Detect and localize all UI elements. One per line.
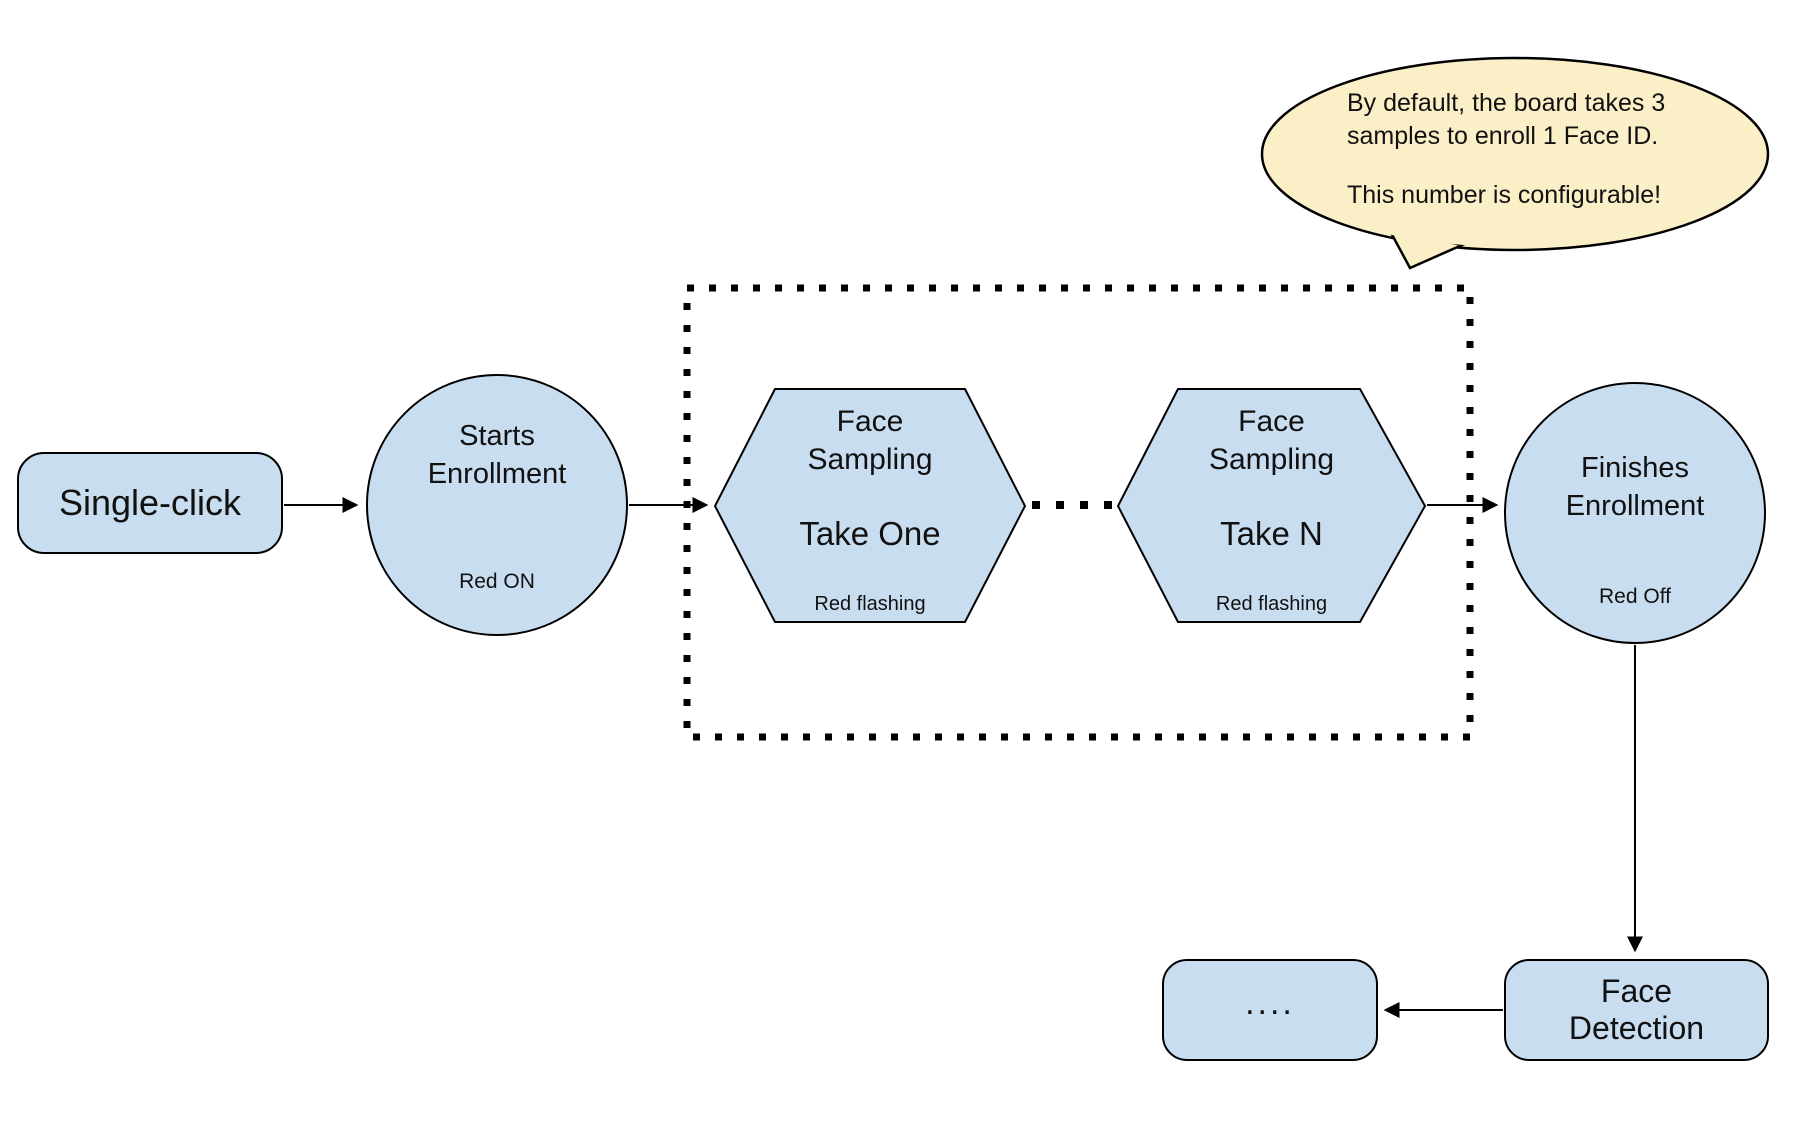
face-sampling-n-node-shape <box>1116 388 1427 623</box>
face-detection-label-line1: Face <box>1600 972 1673 1009</box>
finishes-enrollment-status: Red Off <box>1599 585 1671 608</box>
starts-enrollment-title-line2: Enrollment <box>427 457 567 490</box>
face-sampling-one-title-line1: Face <box>836 405 904 438</box>
callout-text: By default, the board takes 3 samples to… <box>1347 87 1677 212</box>
starts-enrollment-title-line1: Starts <box>459 420 535 452</box>
callout-line3: This number is configurable! <box>1347 181 1662 209</box>
starts-enrollment-status: Red ON <box>459 570 535 593</box>
starts-enrollment-title: Starts Enrollment <box>367 418 627 493</box>
face-sampling-one-node-shape <box>713 388 1027 623</box>
face-sampling-n-status: Red flashing <box>1215 593 1328 615</box>
face-detection-node-shape <box>1504 959 1769 1061</box>
face-sampling-one-title-line2: Sampling <box>807 443 933 477</box>
finishes-enrollment-title-line2: Enrollment <box>1565 489 1705 522</box>
face-sampling-one-title: Face Sampling <box>715 403 1025 479</box>
continuation-label: .... <box>1245 983 1295 1022</box>
finishes-enrollment-node-shape <box>1504 382 1766 644</box>
finishes-enrollment-title-line1: Finishes <box>1581 452 1689 484</box>
callout-line1: By default, the board takes 3 <box>1347 89 1666 117</box>
continuation-node-shape <box>1162 959 1378 1061</box>
face-detection-label-line2: Detection <box>1568 1010 1705 1046</box>
single-click-node-shape <box>17 452 283 554</box>
face-sampling-n-action: Take N <box>1220 515 1323 552</box>
finishes-enrollment-title: Finishes Enrollment <box>1505 450 1765 525</box>
face-sampling-n-title-line1: Face <box>1238 405 1305 438</box>
face-sampling-one-action: Take One <box>799 515 941 552</box>
starts-enrollment-node-shape <box>366 374 628 636</box>
face-sampling-one-status: Red flashing <box>814 593 926 615</box>
callout-bubble-shape <box>1260 56 1770 270</box>
face-sampling-n-title: Face Sampling <box>1118 403 1425 479</box>
single-click-label: Single-click <box>58 482 242 523</box>
sequence-ellipsis-dots <box>1032 501 1112 509</box>
face-sampling-n-title-line2: Sampling <box>1208 443 1335 477</box>
face-detection-label: Face Detection <box>1505 960 1768 1060</box>
callout-line2: samples to enroll 1 Face ID. <box>1347 122 1659 150</box>
